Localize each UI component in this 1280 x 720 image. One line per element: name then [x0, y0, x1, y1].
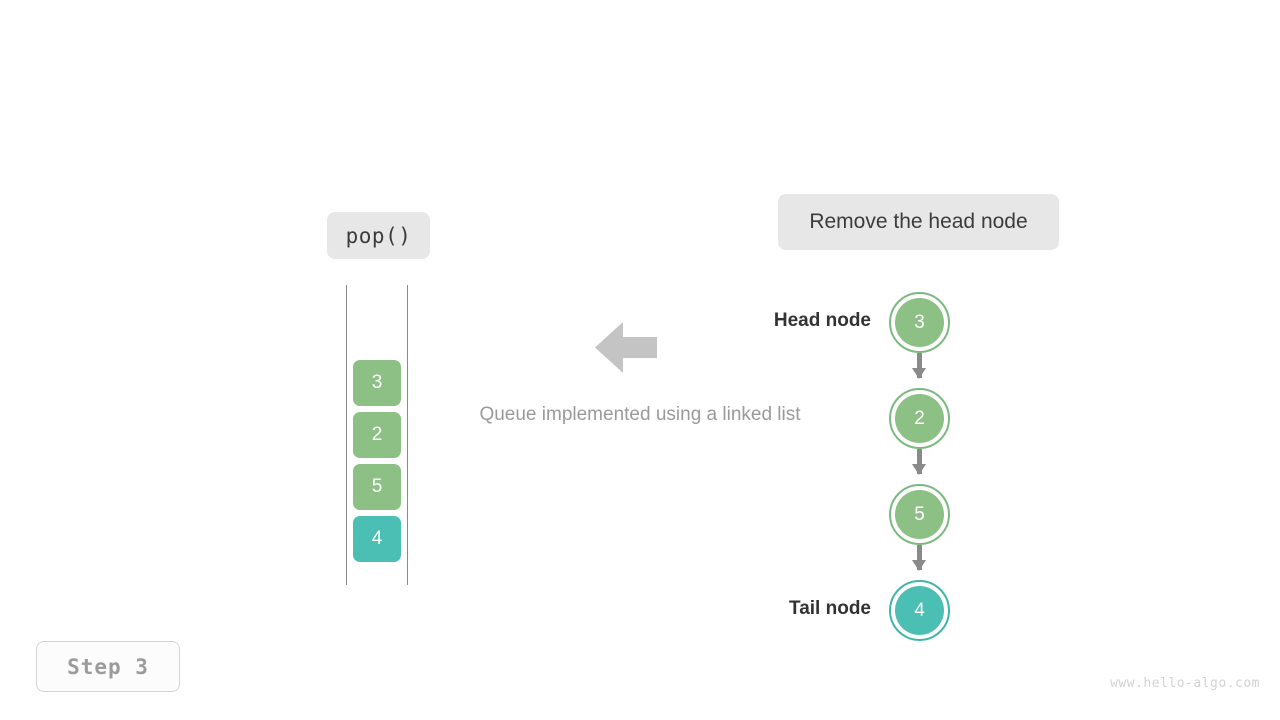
link-arrow-icon — [912, 545, 926, 571]
queue-container: 3 2 5 4 — [346, 285, 408, 585]
queue-item: 2 — [353, 412, 401, 458]
list-node-value: 3 — [895, 298, 944, 347]
list-node-value: 5 — [895, 490, 944, 539]
arrow-left-icon — [595, 320, 657, 375]
list-node: 4 — [889, 580, 950, 641]
queue-rail-right — [407, 285, 408, 585]
diagram-caption: Queue implemented using a linked list — [479, 404, 801, 425]
link-arrow-icon — [912, 449, 926, 475]
queue-item: 3 — [353, 360, 401, 406]
action-description-badge: Remove the head node — [778, 194, 1059, 250]
list-node-value: 2 — [895, 394, 944, 443]
linked-list: 3 2 5 4 — [889, 292, 950, 641]
tail-node-label: Tail node — [789, 598, 871, 619]
queue-item: 5 — [353, 464, 401, 510]
queue-item-stack: 3 2 5 4 — [353, 360, 401, 562]
step-badge: Step 3 — [36, 641, 180, 692]
operation-badge: pop() — [327, 212, 430, 259]
list-node-value: 4 — [895, 586, 944, 635]
link-arrow-icon — [912, 353, 926, 379]
head-node-label: Head node — [773, 310, 871, 331]
list-node: 3 — [889, 292, 950, 353]
list-node: 2 — [889, 388, 950, 449]
queue-item: 4 — [353, 516, 401, 562]
queue-rail-left — [346, 285, 347, 585]
list-node: 5 — [889, 484, 950, 545]
watermark: www.hello-algo.com — [1110, 676, 1260, 691]
